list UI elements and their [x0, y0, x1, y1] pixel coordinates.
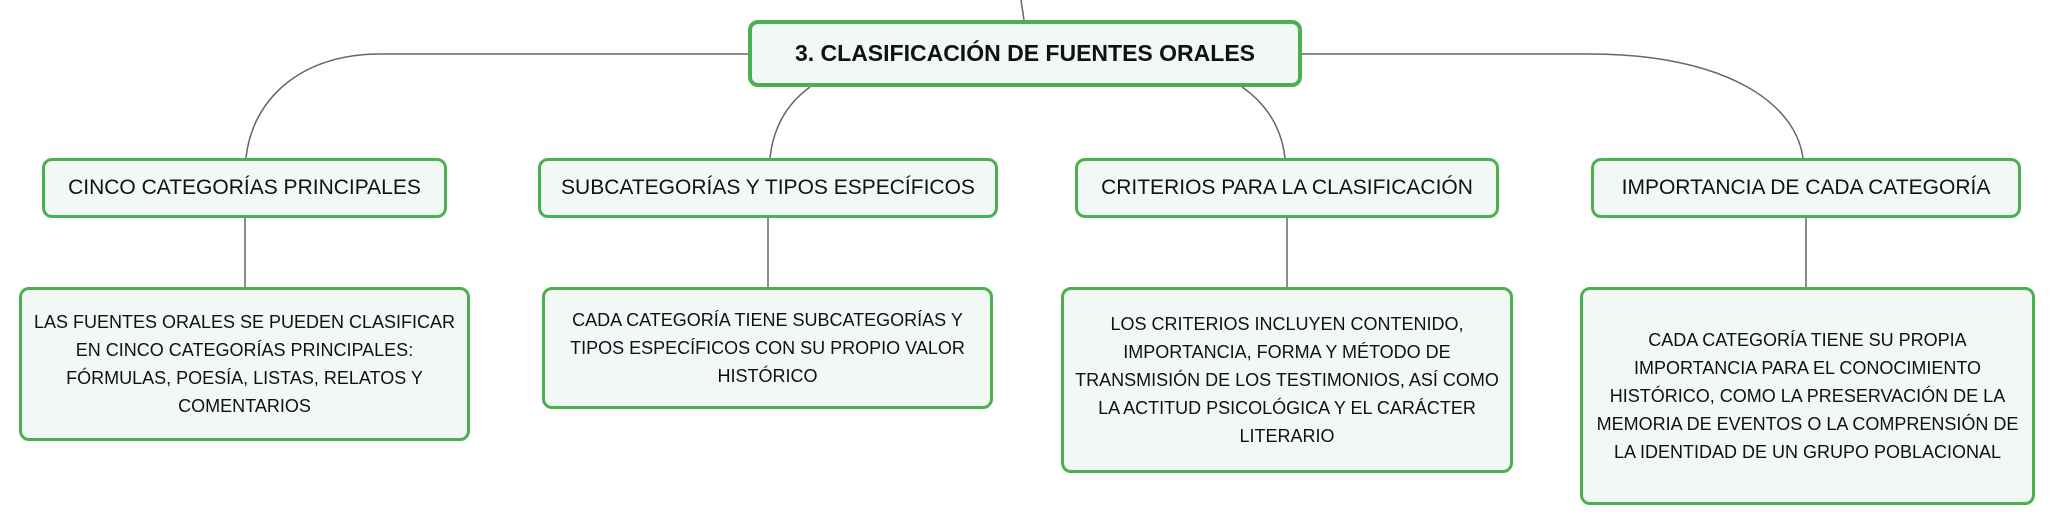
description-node-4[interactable]: CADA CATEGORÍA TIENE SU PROPIA IMPORTANC… [1580, 287, 2035, 505]
root-node[interactable]: 3. CLASIFICACIÓN DE FUENTES ORALES [748, 20, 1302, 87]
connector-root-to-cat-3 [1241, 86, 1286, 159]
category-node-4[interactable]: IMPORTANCIA DE CADA CATEGORÍA [1591, 158, 2021, 218]
description-text: CADA CATEGORÍA TIENE SUBCATEGORÍAS Y TIP… [570, 310, 965, 386]
category-title: CRITERIOS PARA LA CLASIFICACIÓN [1101, 176, 1473, 199]
description-text: CADA CATEGORÍA TIENE SU PROPIA IMPORTANC… [1596, 330, 2019, 462]
description-node-3[interactable]: LOS CRITERIOS INCLUYEN CONTENIDO, IMPORT… [1061, 287, 1513, 473]
category-node-2[interactable]: SUBCATEGORÍAS Y TIPOS ESPECÍFICOS [538, 158, 998, 218]
description-node-2[interactable]: CADA CATEGORÍA TIENE SUBCATEGORÍAS Y TIP… [542, 287, 993, 409]
description-text: LAS FUENTES ORALES SE PUEDEN CLASIFICAR … [33, 312, 456, 416]
category-title: SUBCATEGORÍAS Y TIPOS ESPECÍFICOS [561, 176, 975, 199]
connector-root-to-cat-2 [769, 86, 811, 159]
connector-parent-to-root [1020, 0, 1025, 21]
description-node-1[interactable]: LAS FUENTES ORALES SE PUEDEN CLASIFICAR … [19, 287, 470, 441]
description-text: LOS CRITERIOS INCLUYEN CONTENIDO, IMPORT… [1075, 314, 1499, 446]
category-node-3[interactable]: CRITERIOS PARA LA CLASIFICACIÓN [1075, 158, 1499, 218]
category-title: IMPORTANCIA DE CADA CATEGORÍA [1621, 176, 1991, 199]
category-title: CINCO CATEGORÍAS PRINCIPALES [68, 176, 421, 199]
category-node-1[interactable]: CINCO CATEGORÍAS PRINCIPALES [42, 158, 447, 218]
root-label: 3. CLASIFICACIÓN DE FUENTES ORALES [794, 40, 1256, 66]
connector-root-to-cat-4 [1302, 53, 1804, 159]
connector-root-to-cat-1 [245, 53, 748, 159]
